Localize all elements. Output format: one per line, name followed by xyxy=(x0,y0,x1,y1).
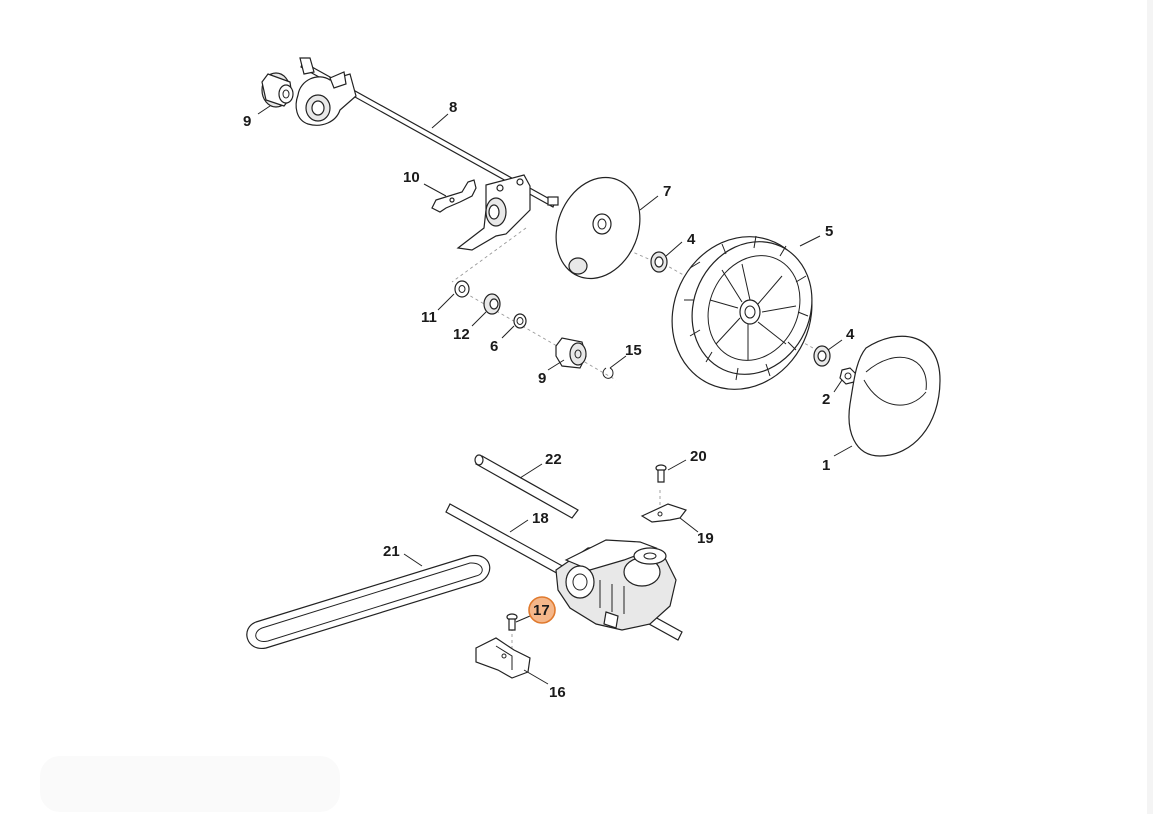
callout-16[interactable]: 16 xyxy=(549,684,566,701)
callout-2[interactable]: 2 xyxy=(822,391,830,408)
callout-6[interactable]: 6 xyxy=(490,338,498,355)
callout-15[interactable]: 15 xyxy=(625,342,642,359)
callout-19[interactable]: 19 xyxy=(697,530,714,547)
axle-part-8 xyxy=(299,57,559,208)
callout-5[interactable]: 5 xyxy=(825,223,833,240)
bearing-bracket xyxy=(295,71,357,126)
screw-part-17 xyxy=(506,613,518,631)
wheel-cover-part-1 xyxy=(848,335,941,457)
callout-17[interactable]: 17 xyxy=(533,602,550,619)
gearbox xyxy=(555,539,677,631)
bracket-part-16 xyxy=(475,637,531,679)
callout-11[interactable]: 11 xyxy=(421,309,437,326)
washer-part-11 xyxy=(454,280,470,298)
screw-part-20 xyxy=(655,464,667,483)
callout-12[interactable]: 12 xyxy=(453,326,470,343)
callout-7[interactable]: 7 xyxy=(663,183,671,200)
callout-21[interactable]: 21 xyxy=(383,543,400,560)
bearing-part-4-upper xyxy=(650,251,668,273)
circlip-part-15 xyxy=(602,367,614,379)
callout-22[interactable]: 22 xyxy=(545,451,562,468)
right-edge-strip xyxy=(1147,0,1153,814)
callout-10[interactable]: 10 xyxy=(403,169,420,186)
callout-8[interactable]: 8 xyxy=(449,99,457,116)
pinion-part-9-top xyxy=(261,72,294,108)
axle-bracket xyxy=(456,174,531,251)
callout-17-highlight[interactable] xyxy=(528,596,556,624)
leader-lines xyxy=(257,105,853,685)
lever-part-10 xyxy=(431,179,477,213)
callout-18[interactable]: 18 xyxy=(532,510,549,527)
callout-20[interactable]: 20 xyxy=(690,448,707,465)
wheel-part-5 xyxy=(671,235,813,390)
callout-9-lower[interactable]: 9 xyxy=(538,370,546,387)
belt-part-21 xyxy=(246,555,491,649)
bracket-part-19 xyxy=(640,503,687,523)
background-smudge xyxy=(40,756,340,812)
callout-9-top[interactable]: 9 xyxy=(243,113,251,130)
ring-part-6 xyxy=(513,313,527,329)
bearing-part-12 xyxy=(483,293,501,315)
callout-1[interactable]: 1 xyxy=(822,457,830,474)
shaft-part-22 xyxy=(474,454,579,519)
pinion-part-9-lower xyxy=(555,337,587,369)
callout-4-upper[interactable]: 4 xyxy=(687,231,696,248)
callout-labels: 9 8 10 7 4 5 11 12 6 15 9 4 2 1 22 20 18… xyxy=(243,99,855,701)
callout-4-lower[interactable]: 4 xyxy=(846,326,855,343)
hub-cap-part-7 xyxy=(555,176,641,280)
bearing-part-4-lower xyxy=(813,345,831,367)
